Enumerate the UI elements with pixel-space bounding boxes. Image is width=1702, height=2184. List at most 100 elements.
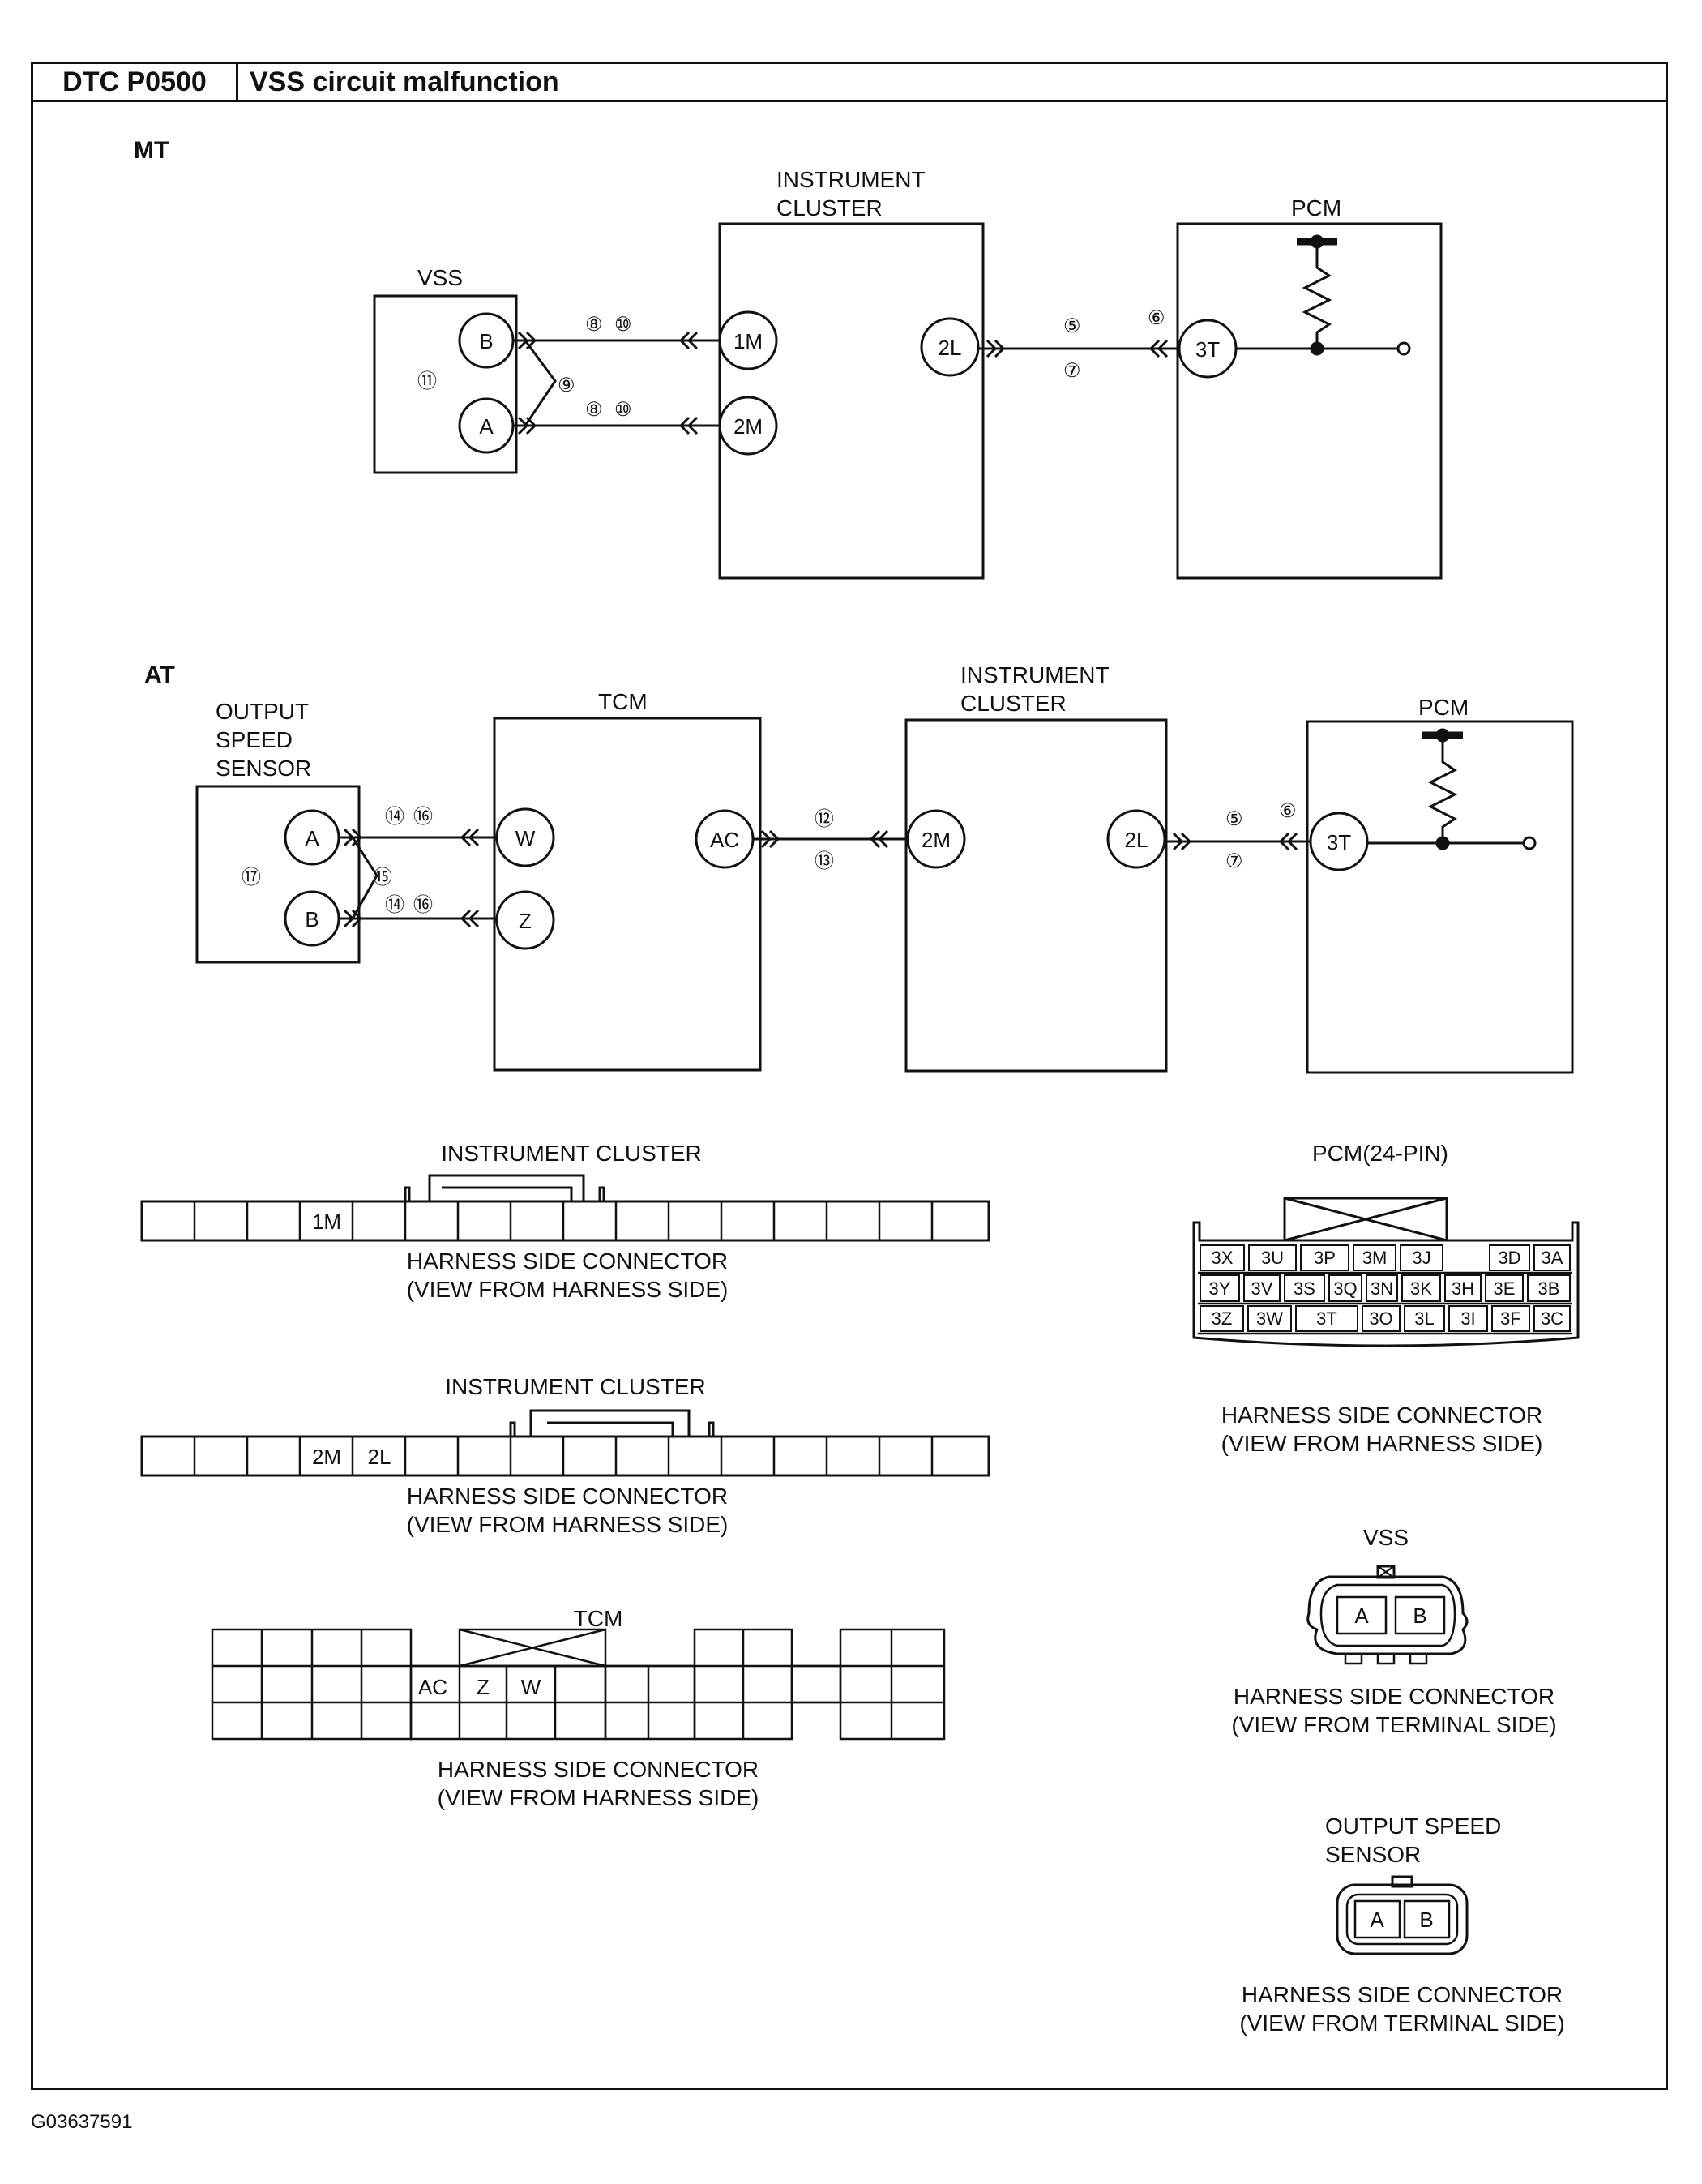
- vss-label: VSS: [417, 265, 463, 290]
- pcm24-cell-3n: 3N: [1371, 1278, 1393, 1299]
- figure-code: G03637591: [31, 2111, 133, 2133]
- oss-pin-a-label: A: [305, 826, 319, 850]
- ic1-cell-dividers: [193, 1201, 934, 1240]
- at-shield-twist: [351, 837, 378, 919]
- pcm24-cell-box: [1243, 1274, 1281, 1302]
- ic1-cell-1m: 1M: [312, 1210, 341, 1234]
- at-chevron-6b: [877, 829, 889, 849]
- pcm24-cell-3a: 3A: [1542, 1248, 1563, 1268]
- pcm24-cell-box: [1362, 1305, 1401, 1332]
- at-circuit-16b: ⑯: [413, 894, 433, 916]
- oss-box: [195, 785, 361, 964]
- at-section-label: AT: [144, 662, 175, 688]
- pcm24-cell-box: [1533, 1305, 1571, 1332]
- vss-conn-housing: [1306, 1575, 1469, 1655]
- pcm24-cell-3z: 3Z: [1212, 1308, 1233, 1329]
- oss-conn-cell-a: [1353, 1899, 1401, 1939]
- oss-label-1: OUTPUT: [216, 699, 309, 724]
- vss-conn-feet: [1344, 1654, 1428, 1665]
- mt-chevron-5b: [994, 339, 1006, 358]
- pcm24-cell-box: [1489, 1244, 1530, 1271]
- vss-conn-cell-b: [1394, 1595, 1446, 1635]
- mt-circuit-10a: ⑩: [614, 314, 632, 336]
- at-circuit-14b: ⑭: [385, 894, 404, 916]
- pcm24-cell-3d: 3D: [1498, 1248, 1520, 1268]
- mt-ic-pin-2m-label: 2M: [733, 414, 763, 439]
- mt-chevron-4b: [686, 416, 699, 435]
- mt-circuit-6: ⑥: [1148, 307, 1165, 329]
- pcm24-cell-box: [1404, 1305, 1445, 1332]
- ic2-caption-1: HARNESS SIDE CONNECTOR: [407, 1484, 728, 1509]
- pcm24-cell-box: [1200, 1305, 1244, 1332]
- at-ic-pin-2m-label: 2M: [922, 828, 951, 852]
- at-circuit-6: ⑥: [1279, 800, 1297, 822]
- at-ic-pin-2l-label: 2L: [1125, 828, 1148, 852]
- pcm24-cell-3x: 3X: [1212, 1248, 1234, 1268]
- oss-conn-cell-b: [1403, 1899, 1451, 1939]
- oss-conn-inner: [1345, 1893, 1459, 1946]
- mt-circuit-8a: ⑧: [585, 314, 603, 336]
- mt-chevron-3b: [686, 331, 699, 350]
- pcm24-cell-3h: 3H: [1452, 1278, 1474, 1299]
- mt-chevron-3: [678, 331, 691, 350]
- at-chevron-4b: [468, 909, 480, 928]
- pcm24-cell-box: [1527, 1274, 1571, 1302]
- mt-pcm-pin-3t-label: 3T: [1195, 337, 1220, 362]
- pcm24-cell-box: [1485, 1274, 1524, 1302]
- oss-label-2: SPEED: [216, 727, 293, 752]
- at-chevron-5: [760, 829, 772, 849]
- oss-conn-label-b: B: [1419, 1908, 1433, 1932]
- mt-chevron-6: [1148, 339, 1161, 358]
- at-pcm-pin-3t-label: 3T: [1327, 830, 1351, 854]
- tcm-caption-2: (VIEW FROM HARNESS SIDE): [438, 1785, 759, 1810]
- oss-conn-label-a: A: [1370, 1908, 1384, 1932]
- pcm24-grid: [1198, 1271, 1572, 1335]
- at-pcm-output-terminal: [1522, 836, 1537, 850]
- pcm24-cell-3y: 3Y: [1209, 1278, 1231, 1299]
- mt-ic-label-1: INSTRUMENT: [776, 167, 926, 192]
- tcm-box: [493, 717, 762, 1072]
- at-instrument-cluster-box: [904, 718, 1168, 1073]
- vss-conn-label-a: A: [1354, 1604, 1369, 1628]
- pcm24-cell-3m: 3M: [1362, 1248, 1388, 1268]
- ic1-latch: [404, 1174, 605, 1201]
- vss-conn-cell-a: [1336, 1595, 1388, 1635]
- at-circuit-16a: ⑯: [413, 806, 433, 828]
- pcm24-cell-3j: 3J: [1412, 1248, 1430, 1268]
- pcm24-cell-3e: 3E: [1494, 1278, 1516, 1299]
- ic2-connector-body: [140, 1435, 990, 1477]
- pcm24-cell-box: [1533, 1244, 1571, 1271]
- oss-conn-title-2: SENSOR: [1325, 1842, 1421, 1867]
- vss-conn-caption-2: (VIEW FROM TERMINAL SIDE): [1231, 1712, 1556, 1737]
- tcm-cell-ac: AC: [418, 1675, 447, 1699]
- pcm24-cell-3q: 3Q: [1333, 1278, 1357, 1299]
- at-circuit-12: ⑫: [815, 808, 834, 830]
- at-chevron-7: [1172, 832, 1184, 851]
- pcm24-cell-box: [1448, 1305, 1488, 1332]
- mt-pcm-resistor: [1302, 242, 1332, 349]
- at-circuit-14a: ⑭: [385, 806, 404, 828]
- tcm-caption-1: HARNESS SIDE CONNECTOR: [438, 1757, 759, 1782]
- mt-chevron-2: [517, 416, 529, 435]
- mt-shield-twist: [524, 340, 557, 426]
- vss-conn-title: VSS: [1363, 1525, 1409, 1550]
- pcm24-cell-box: [1353, 1244, 1396, 1271]
- ic1-title: INSTRUMENT CLUSTER: [441, 1141, 702, 1166]
- pcm24-cell-3l: 3L: [1414, 1308, 1434, 1329]
- pcm24-cell-box: [1300, 1244, 1349, 1271]
- at-circuit-15: ⑮: [373, 867, 392, 889]
- ic2-cell-2m: 2M: [312, 1445, 341, 1469]
- at-ic-label-2: CLUSTER: [960, 691, 1067, 716]
- ic1-connector-body: [140, 1200, 990, 1242]
- mt-section-label: MT: [134, 137, 169, 164]
- pcm24-cell-3w: 3W: [1256, 1308, 1283, 1329]
- vss-conn-caption-1: HARNESS SIDE CONNECTOR: [1234, 1684, 1554, 1709]
- mt-pcm-output-terminal: [1396, 341, 1411, 356]
- at-chevron-3b: [468, 828, 480, 847]
- pcm24-cell-box: [1366, 1274, 1398, 1302]
- vss-pin-a-label: A: [479, 414, 494, 439]
- mt-circuit-9: ⑨: [558, 375, 575, 396]
- pcm24-cell-3u: 3U: [1261, 1248, 1284, 1268]
